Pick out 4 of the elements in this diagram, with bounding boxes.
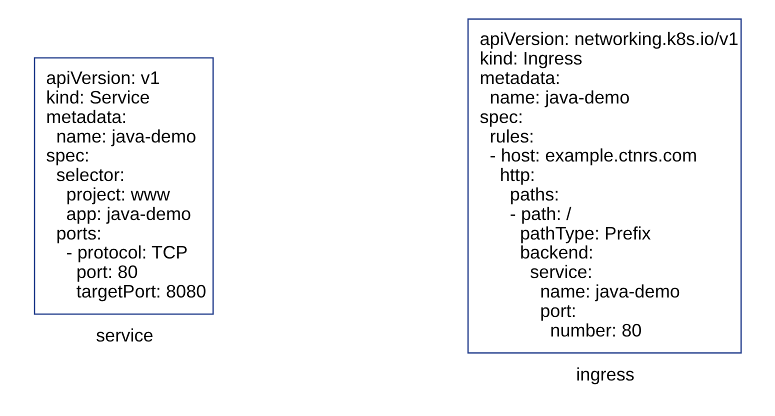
node-box: apiVersion: networking.k8s.io/v1 kind: Ingress metadata: name: java-demo spec: rules: - host: example.ctnrs.com http: paths: - path: / pathType: Prefix backend: service: name: java-demo port: number: 80 bbox=[467, 18, 742, 354]
node-label: ingress bbox=[576, 364, 635, 384]
node-box: apiVersion: v1 kind: Service metadata: name: java-demo spec: selector: project: www app: java-demo ports: - protocol: TCP port: 80 targetPort: 8080 bbox=[34, 57, 214, 315]
node-label: service bbox=[96, 326, 154, 346]
